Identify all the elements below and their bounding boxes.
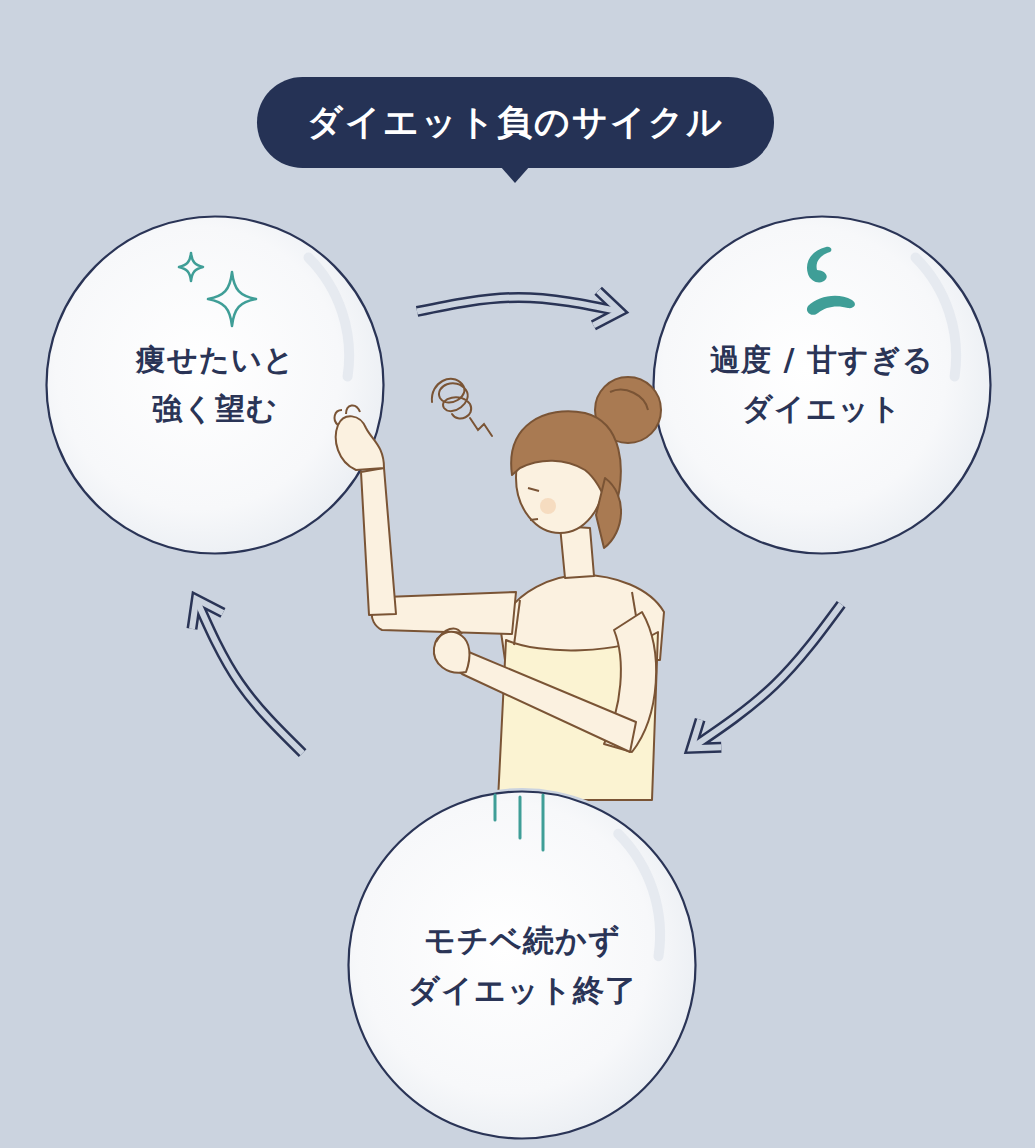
cycle-circle: モチベ続かず ダイエット終了 bbox=[347, 790, 697, 1140]
circle-label: 過度 / 甘すぎる ダイエット bbox=[682, 336, 962, 434]
arrow-shaft bbox=[196, 599, 302, 753]
circle-shape bbox=[654, 217, 991, 554]
cycle-arrow bbox=[192, 599, 303, 753]
title-text: ダイエット負のサイクル bbox=[307, 102, 724, 142]
circle-label: モチベ続かず ダイエット終了 bbox=[382, 915, 662, 1015]
arrow-shaft bbox=[417, 297, 620, 311]
circle-outline bbox=[45, 215, 385, 555]
woman-figure bbox=[335, 377, 664, 800]
cycle-arrow bbox=[417, 291, 620, 326]
circle-highlight bbox=[618, 834, 660, 957]
title-banner: ダイエット負のサイクル bbox=[257, 77, 774, 168]
circle-outline bbox=[652, 215, 992, 555]
circle-shape bbox=[47, 217, 384, 554]
circle-shape bbox=[349, 792, 696, 1139]
banner-tail bbox=[500, 166, 530, 186]
cycle-arrow bbox=[691, 604, 841, 748]
cycle-circle: 痩せたいと 強く望む bbox=[45, 215, 385, 555]
arrow-shaft bbox=[196, 599, 302, 753]
arrow-head bbox=[691, 720, 721, 749]
cycle-circle: 過度 / 甘すぎる ダイエット bbox=[652, 215, 992, 555]
frustration-scribble bbox=[432, 379, 492, 436]
banner-tail-shape bbox=[500, 166, 530, 183]
arrow-shaft bbox=[691, 604, 841, 748]
arrow-shaft bbox=[417, 297, 620, 311]
arrow-shaft bbox=[691, 604, 841, 748]
arrow-head bbox=[192, 599, 223, 629]
circle-outline bbox=[347, 790, 697, 1140]
circle-label: 痩せたいと 強く望む bbox=[75, 336, 355, 434]
arrow-head bbox=[593, 291, 620, 326]
circle-highlight bbox=[309, 258, 350, 377]
